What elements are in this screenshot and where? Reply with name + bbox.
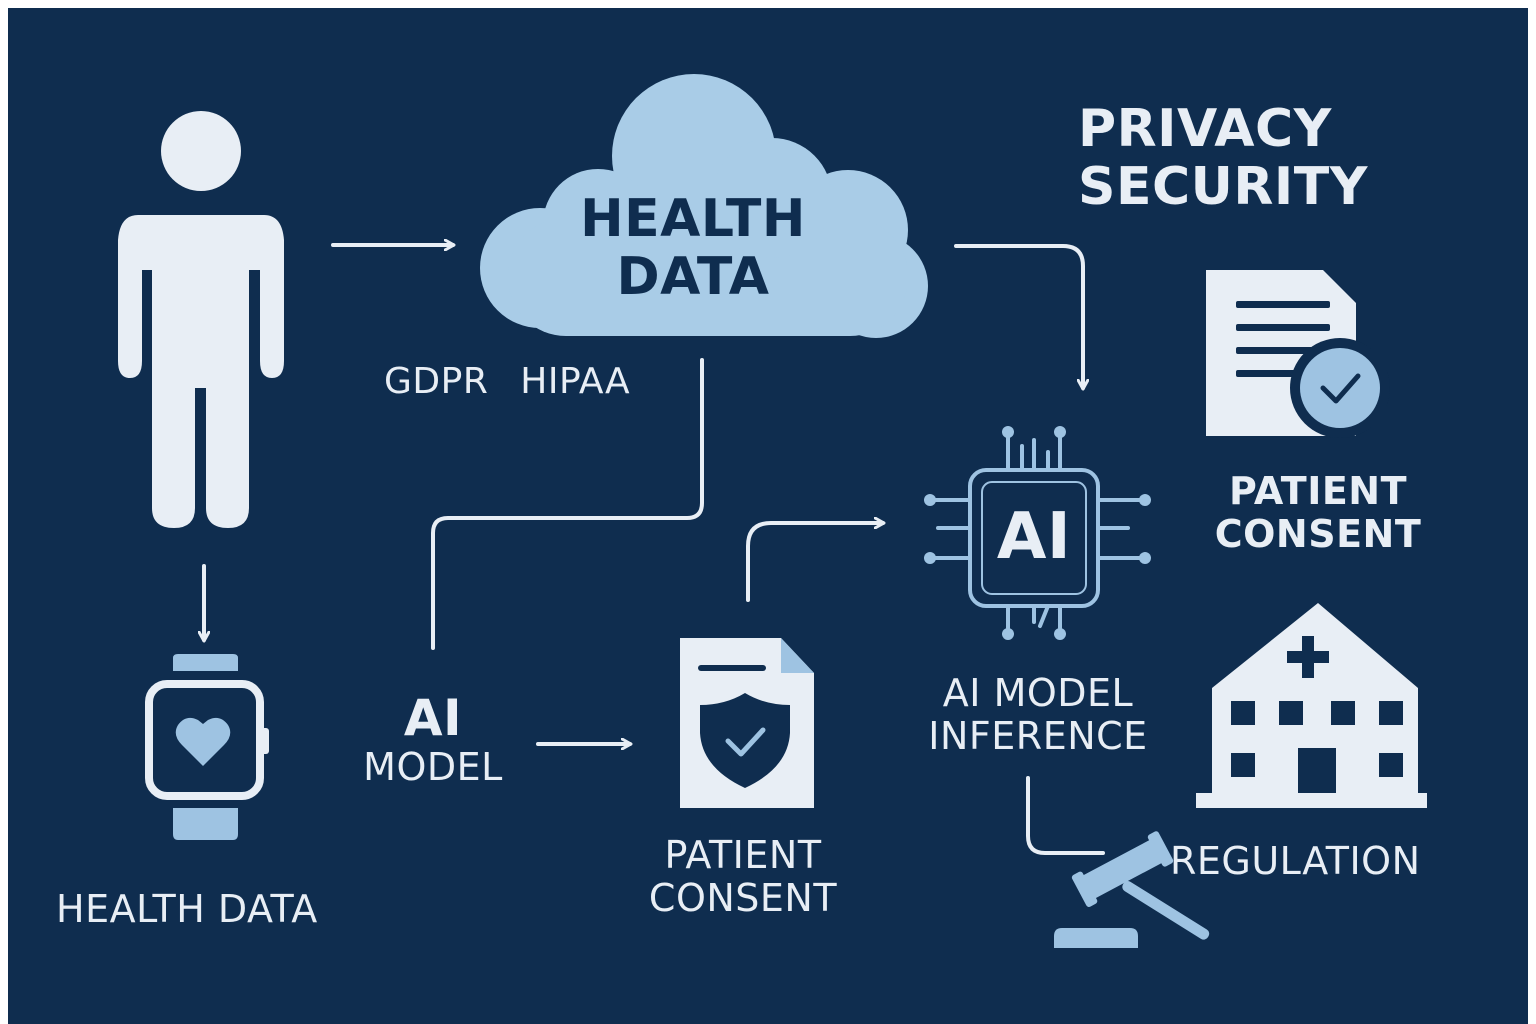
patient-consent-center-line1: PATIENT [664,833,822,877]
regulation-label: REGULATION [1170,839,1421,883]
patient-consent-right: PATIENT CONSENT [1203,470,1433,555]
hipaa-label: HIPAA [520,361,631,402]
arrow-cloud-to-ai-model [431,358,704,650]
ai-chip-label: AI [996,500,1072,574]
person-icon [118,111,284,528]
diagram-canvas: HEALTH DATA GDPR HIPAA PRIVACY SECURITY … [8,8,1528,1024]
privacy-label: PRIVACY [1078,99,1332,159]
document-check-icon [1206,270,1390,438]
ai-model-line2: MODEL [363,745,503,789]
ai-model-inference: AI MODEL INFERENCE [913,672,1163,757]
ai-model-inference-line2: INFERENCE [928,713,1148,758]
cloud-title-line2: DATA [616,247,770,308]
diagram-graphics [118,74,1427,948]
arrow-cloud-to-ai-chip [954,244,1083,388]
shield-document-icon [680,638,814,808]
patient-consent-right-line2: CONSENT [1214,511,1422,556]
cloud-title: HEALTH DATA [568,189,818,308]
ai-model-line1: AI [403,689,463,747]
patient-consent-center: PATIENT CONSENT [628,834,858,919]
gavel-icon [1054,831,1210,948]
arrow-consent-to-ai-chip [746,523,883,602]
gdpr-label: GDPR [384,361,489,402]
ai-model-label: AI MODEL [353,690,513,789]
patient-consent-center-line2: CONSENT [648,875,838,920]
regulation-tags: GDPR HIPAA [384,361,631,402]
hospital-icon [1196,603,1427,808]
patient-consent-right-line1: PATIENT [1228,469,1408,513]
ai-chip-icon [924,426,1151,640]
health-data-label: HEALTH DATA [56,887,318,931]
cloud-icon [480,74,928,338]
security-label: SECURITY [1078,157,1368,218]
privacy-security-title: PRIVACY SECURITY [1078,99,1368,218]
line-inference-to-gavel [1026,776,1105,855]
heart-icon [175,717,231,766]
smartwatch-icon [145,654,269,840]
cloud-title-line1: HEALTH [580,189,806,249]
ai-model-inference-line1: AI MODEL [942,671,1134,715]
connectors [204,244,1105,855]
